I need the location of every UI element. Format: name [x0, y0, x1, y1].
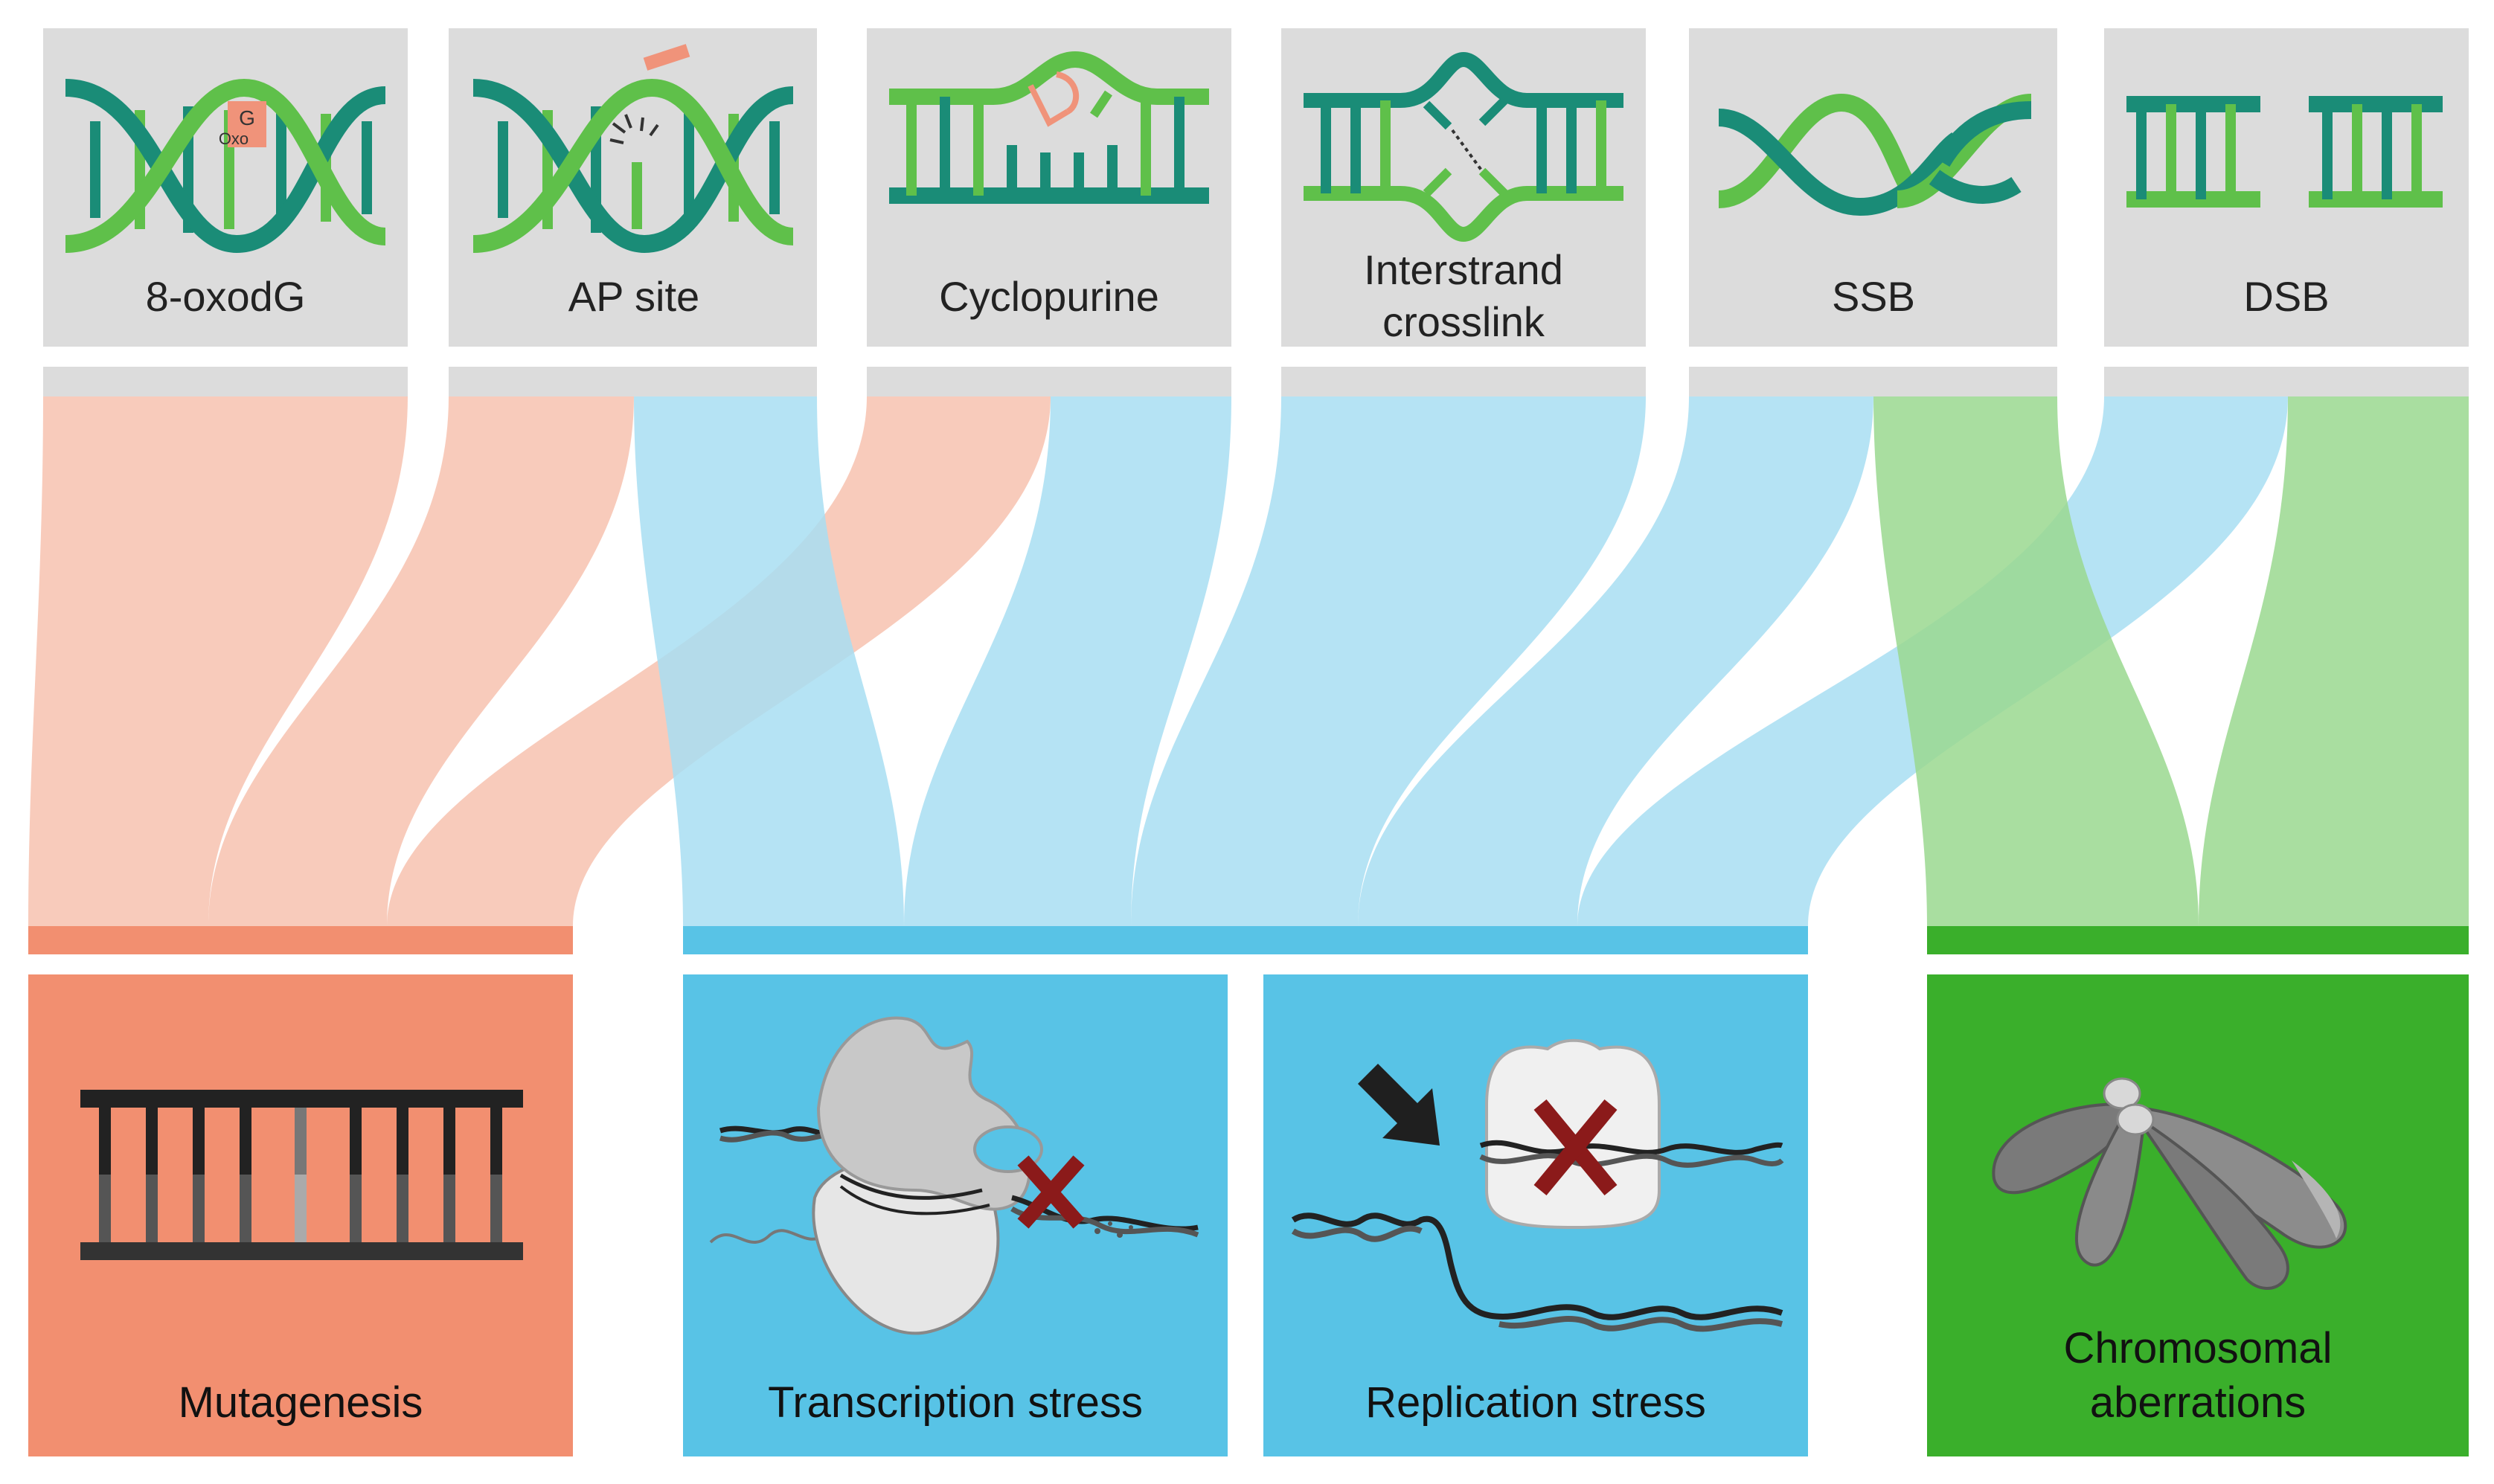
chromosomal-bar	[1927, 926, 2469, 954]
ssb-icon	[1717, 93, 2033, 216]
helix-ap-site-icon	[472, 44, 795, 254]
lesion-panels	[43, 28, 2469, 347]
flow-dsb-to-chromosomal	[2199, 396, 2469, 926]
flow-ap-site-to-stress	[634, 396, 904, 926]
cyclopurine-icon	[889, 51, 1209, 204]
lesion-label-ssb: SSB	[1832, 273, 1915, 320]
replication-block-x-icon	[1533, 1099, 1618, 1196]
lesion-label-cyclopurine: Cyclopurine	[939, 273, 1159, 320]
lesion-label-ap-site: AP site	[568, 273, 699, 320]
lesion-label-interstrand-line2: crosslink	[1382, 298, 1545, 345]
panel-dsb	[2104, 28, 2469, 347]
flow-ap-site-to-mutagenesis	[208, 396, 634, 926]
flow-ssb-to-chromosomal	[1873, 396, 2199, 926]
dsb-icon	[2126, 96, 2443, 208]
mutagenesis-bar	[28, 926, 573, 954]
mutated-dna-ladder-icon	[80, 1090, 523, 1260]
outcome-label-chromosomal-line2: aberrations	[2090, 1378, 2306, 1427]
flow-ribbons	[28, 396, 2469, 926]
outcome-label-transcription-stress: Transcription stress	[768, 1378, 1143, 1427]
flow-cyclopurine-to-stress	[904, 396, 1231, 926]
helix-8-oxodg-icon: G Oxo	[65, 78, 387, 254]
panel-chromosomal-aberrations	[1927, 974, 2469, 1456]
lesion-label-dsb: DSB	[2243, 273, 2329, 320]
flow-8-oxodg-to-mutagenesis	[28, 396, 408, 926]
oxo-marker-top: G	[239, 106, 255, 129]
chromosome-icon	[1992, 1077, 2347, 1290]
stress-bar	[683, 926, 1808, 954]
flow-interstrand-crosslink-to-stress	[1131, 396, 1646, 926]
outcome-label-chromosomal-line1: Chromosomal	[2064, 1324, 2333, 1372]
outcome-label-mutagenesis: Mutagenesis	[179, 1378, 423, 1427]
lesion-label-interstrand-line1: Interstrand	[1364, 246, 1563, 293]
rna-polymerase-icon	[709, 1016, 1199, 1335]
fork-arrow-icon	[1358, 1064, 1440, 1146]
oxo-marker-bottom: Oxo	[219, 129, 249, 148]
lesion-flow-bars	[43, 367, 2469, 396]
outcome-label-replication-stress: Replication stress	[1365, 1378, 1706, 1427]
transcription-block-x-icon	[1017, 1155, 1085, 1229]
lesion-label-8-oxodg: 8-oxodG	[146, 273, 306, 320]
outcome-flow-bars	[28, 926, 2469, 954]
flow-ssb-to-stress	[1358, 396, 1873, 926]
crosslink-icon	[1304, 51, 1623, 242]
